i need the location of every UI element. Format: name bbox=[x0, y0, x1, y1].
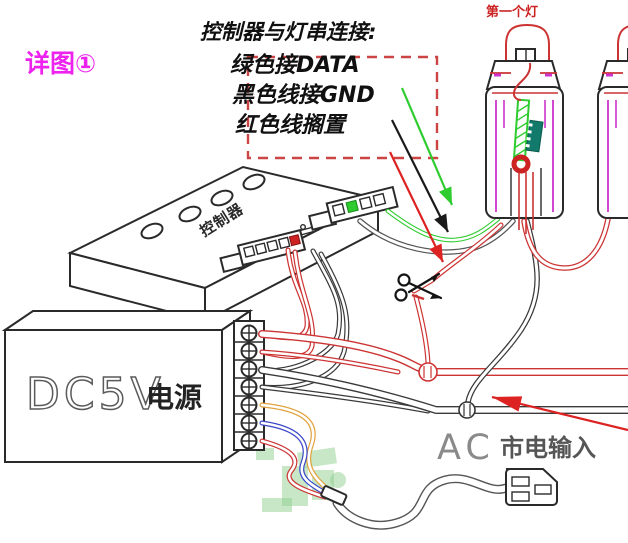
power-word-label: 电源 bbox=[146, 381, 202, 414]
lamp-internal-wire bbox=[512, 62, 532, 101]
controller-buttons[interactable] bbox=[139, 172, 266, 241]
green-pin-marker bbox=[345, 199, 359, 214]
solder-joint bbox=[511, 154, 531, 174]
black-wire-arrow bbox=[391, 119, 449, 233]
cable-sleeve bbox=[320, 485, 348, 506]
scissors-icon bbox=[394, 272, 443, 302]
power-plug bbox=[505, 468, 558, 506]
ac-label-en: AC bbox=[437, 428, 495, 468]
black-bus-junction bbox=[458, 401, 476, 419]
second-lamp bbox=[596, 23, 628, 220]
power-output-connector bbox=[219, 228, 307, 274]
red-bus-junction bbox=[418, 362, 438, 382]
dc5v-label: DC5V bbox=[26, 369, 165, 420]
lamp-ic bbox=[525, 119, 544, 153]
note-line-red: 红色线搁置 bbox=[235, 112, 348, 138]
lamp-pcb bbox=[512, 98, 531, 162]
controller-box: 控制器 bbox=[67, 165, 399, 323]
red-wire-cut-arrow bbox=[389, 151, 444, 263]
first-lamp-label: 第一个灯 bbox=[486, 4, 538, 20]
dashed-highlight-box bbox=[246, 55, 439, 160]
red-pin-marker bbox=[288, 234, 301, 247]
note-title: 控制器与灯串连接: bbox=[200, 20, 376, 44]
first-lamp bbox=[484, 23, 565, 234]
note-line-green: 绿色接DATA bbox=[230, 52, 360, 78]
detail-label: 详图① bbox=[25, 49, 96, 78]
ac-junction-arrow bbox=[491, 395, 628, 432]
ac-label-cn: 市电输入 bbox=[500, 434, 596, 462]
watermark bbox=[256, 447, 346, 512]
terminal-screws[interactable] bbox=[240, 324, 258, 450]
ac-input-label: AC 市电输入 bbox=[437, 428, 596, 468]
terminal-block bbox=[233, 320, 265, 451]
note-line-black: 黑色线接GND bbox=[232, 82, 375, 108]
green-wire-arrow bbox=[400, 87, 454, 206]
annotations bbox=[389, 87, 628, 432]
data-connector bbox=[308, 185, 399, 231]
power-supply-box: DC5V 电源 bbox=[1, 309, 265, 464]
